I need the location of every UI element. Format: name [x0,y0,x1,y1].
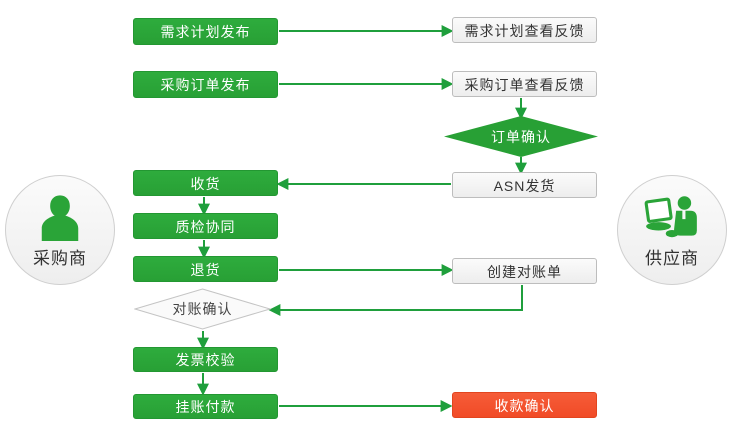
actor-buyer-label: 采购商 [33,249,87,268]
flow-node-receiving: 收货 [133,170,278,196]
actor-supplier: 供应商 [617,175,727,285]
diamond-shape-order-confirm [444,116,598,157]
edge-statement-confirm [268,285,523,316]
buyer-person-icon [41,195,79,241]
flow-node-demand-plan-publish: 需求计划发布 [133,18,278,45]
diamond-shape-statement-confirm [133,288,272,330]
decision-statement-confirm: 对账确认 [133,288,272,330]
flow-node-asn-ship: ASN发货 [452,172,597,198]
flow-node-po-publish: 采购订单发布 [133,71,278,98]
flow-node-po-feedback: 采购订单查看反馈 [452,71,597,97]
decision-order-confirm-label: 订单确认 [491,128,551,145]
actor-buyer: 采购商 [5,175,115,285]
flow-node-receipt-confirm: 收款确认 [452,392,597,418]
actor-supplier-label: 供应商 [645,249,699,268]
flow-node-returns: 退货 [133,256,278,282]
flow-node-quality-collab: 质检协同 [133,213,278,239]
decision-statement-confirm-label: 对账确认 [172,301,233,317]
supplier-laptop-person-icon [644,196,697,238]
flow-node-invoice-check: 发票校验 [133,347,278,372]
flow-node-create-statement: 创建对账单 [452,258,597,284]
decision-order-confirm: 订单确认 [444,116,598,157]
flow-node-demand-plan-feedback: 需求计划查看反馈 [452,17,597,43]
flow-node-payment: 挂账付款 [133,394,278,419]
